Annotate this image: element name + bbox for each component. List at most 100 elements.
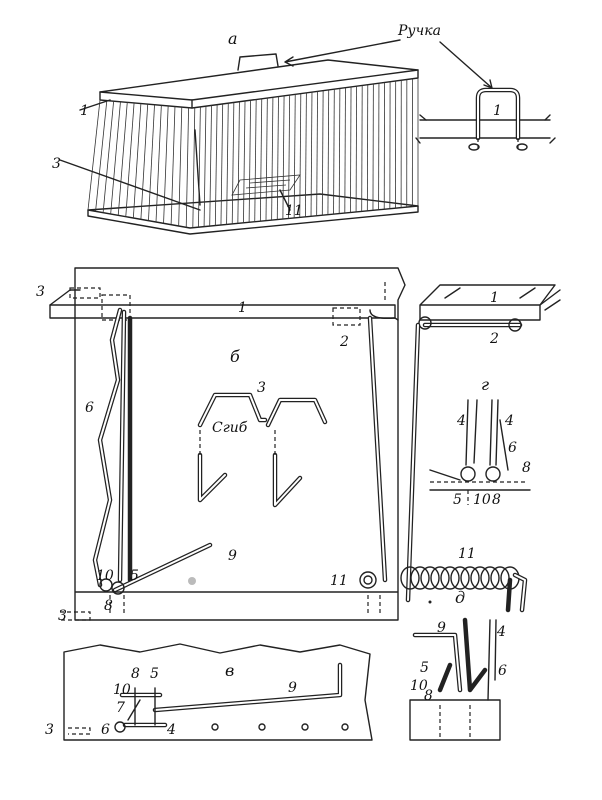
coil-turn [480,566,500,590]
coil-turn [430,566,450,590]
cage-bar [271,97,274,221]
label-8: 8 [131,666,140,682]
label-4-left: 4 [456,413,466,429]
coil-turn [460,566,480,590]
label-11: 11 [285,203,303,219]
cage-bar [310,92,313,217]
label-1: 1 [80,103,89,119]
cage-bar [117,102,128,216]
label-handle: Ручка [397,23,441,39]
hole [341,723,349,731]
cage-bar [321,90,324,216]
cage-lid [99,59,419,101]
cage-bar [87,99,101,211]
cage-bar [327,89,330,215]
trigger-plate [231,174,301,196]
label-8: 8 [104,598,113,614]
label-8-top: 8 [522,460,531,476]
cage-bar [203,106,207,227]
cage-bar [265,97,268,221]
label-11: 11 [330,573,348,589]
front-wall-view: б 1 2 3 3 3 Сгиб 6 9 10 8 5 11 [36,267,406,624]
panel-b-letter: б [230,347,240,366]
label-5: 5 [130,568,139,584]
cage-bar [226,103,229,225]
label-9: 9 [288,680,297,696]
wall-plate [74,267,406,621]
cage-bar [344,87,346,214]
cage-bar [316,91,318,216]
label-2: 2 [489,331,499,347]
cage-bar [248,100,251,223]
hole [301,723,309,731]
label-3-hook: 3 [257,380,266,396]
panel-a-letter: а [228,29,238,48]
cage-bar [299,93,302,218]
cage-bar [254,99,257,222]
cage-handle [237,53,279,71]
cage-bar [293,94,296,218]
cage-bar [178,107,183,227]
cage-bar [231,102,235,224]
cage-bar [237,101,240,224]
cage-bar [163,105,169,224]
spring-coils [400,566,520,590]
label-6: 6 [85,400,94,416]
hole [211,723,219,731]
cage-perspective-view: а Ручка 1 3 11 1 [52,23,556,235]
label-5: 5 [150,666,159,682]
cage-bar [338,88,341,214]
cage-bar [132,103,142,219]
label-5: 5 [420,660,429,676]
label-3-bottom: 3 [58,608,67,624]
detail-d-coil-spring: 11 д [400,546,528,613]
bend-hooks [197,392,328,508]
label-4-right: 4 [504,413,514,429]
cage-bar [110,101,121,215]
cage-bar [148,104,155,221]
cage-bar [276,96,279,220]
wall-holes [211,723,349,731]
label-4: 4 [496,624,506,640]
label-5: 5 [453,492,462,508]
detail-v-trigger: в 8 5 10 7 6 4 9 3 [45,643,373,741]
cage-bar [185,107,189,228]
cage-bars [87,78,419,228]
label-7: 7 [116,700,125,716]
top-bar-detail: 1 2 [405,284,561,603]
coil-turn [410,566,430,590]
cage-bar [220,103,224,226]
smudge [188,577,196,585]
cage-bar [125,102,135,217]
cage-bar [214,104,218,226]
label-bend: Сгиб [212,420,248,436]
label-10: 10 [113,682,131,698]
detail-g: г 4 4 6 8 5 10 8 [429,375,531,508]
arrow-to-handle [284,39,401,67]
cage-bar [170,106,176,225]
label-1: 1 [490,290,499,306]
label-10: 10 [410,678,428,694]
coil-turn [440,566,460,590]
inset-label-1: 1 [493,103,502,119]
label-8: 8 [424,688,433,704]
cage-bar [282,95,285,220]
cage-bar [288,95,291,219]
cage-bar [192,107,196,228]
cage-floor [87,193,419,229]
coil-turn [450,566,470,590]
label-6: 6 [508,440,517,456]
cage-bar [209,105,212,227]
panel-v-letter: в [225,661,234,680]
cage-bar [102,101,115,213]
label-6: 6 [101,722,110,738]
panel-g-letter: г [481,375,489,394]
handle-detail-inset: 1 [415,87,556,152]
label-3: 3 [45,722,54,738]
label-10: 10 [473,492,491,508]
cage-bar [155,105,162,223]
label-3-top: 3 [36,284,45,300]
cage-bar [95,100,108,212]
cage-bar [259,98,263,222]
